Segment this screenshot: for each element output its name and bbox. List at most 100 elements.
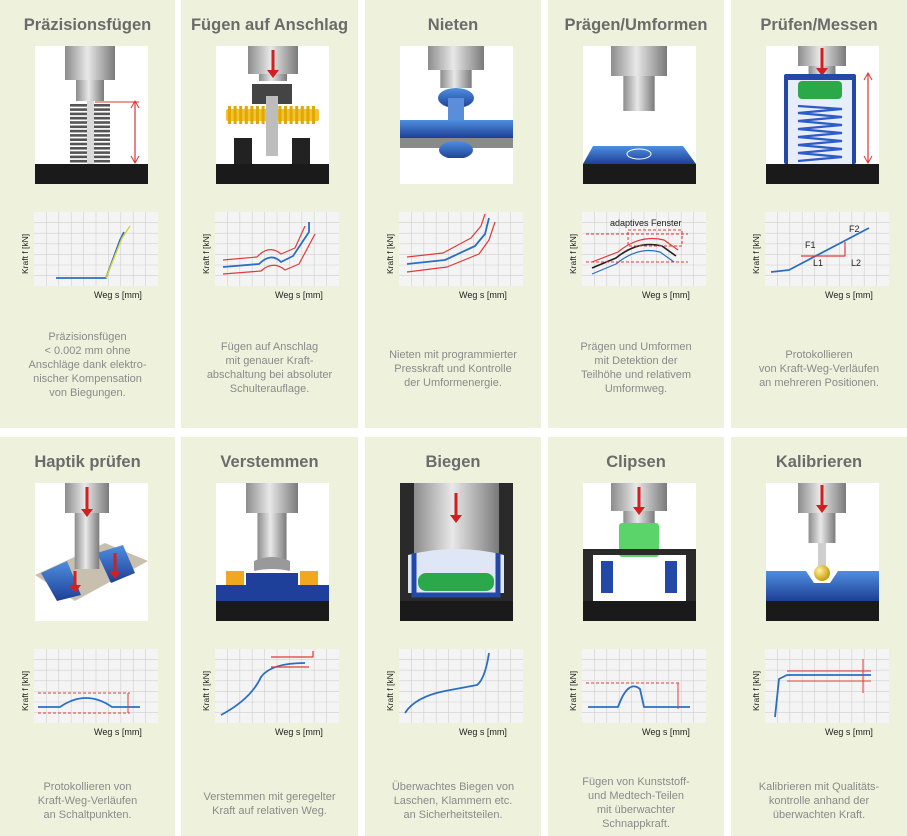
force-displacement-graph: Kraft f [kN]Weg s [mm] bbox=[20, 212, 158, 300]
description-line: an mehreren Positionen. bbox=[759, 377, 879, 389]
x-axis-label: Weg s [mm] bbox=[642, 727, 690, 737]
y-axis-label: Kraft f [kN] bbox=[20, 671, 30, 711]
description-line: an Schaltpunkten. bbox=[43, 809, 132, 821]
card-title: Prüfen/Messen bbox=[760, 16, 878, 34]
card-title: Prägen/Umformen bbox=[564, 16, 708, 34]
x-axis-label: Weg s [mm] bbox=[825, 290, 873, 300]
plot-area bbox=[582, 649, 706, 723]
measurement-label: L2 bbox=[851, 258, 861, 268]
description-line: Anschläge dank elektro- bbox=[28, 359, 147, 371]
machine-base bbox=[216, 164, 329, 184]
spring-icon bbox=[797, 104, 843, 163]
force-curve bbox=[404, 652, 490, 714]
card-title: Fügen auf Anschlag bbox=[190, 16, 349, 34]
process-illustration bbox=[583, 46, 696, 184]
description-line: mit Detektion der bbox=[594, 355, 678, 367]
description-line: Prägen und Umformen bbox=[580, 341, 692, 353]
calibration-ball bbox=[814, 565, 830, 581]
graph-curves bbox=[222, 222, 316, 275]
force-arrow-icon bbox=[816, 485, 828, 513]
process-illustration bbox=[766, 483, 879, 621]
plot-grid bbox=[215, 212, 339, 286]
plot-area bbox=[215, 212, 339, 286]
description-line: überwachten Kraft. bbox=[772, 809, 866, 821]
description-line: Kalibrieren mit Qualitäts- bbox=[758, 781, 880, 793]
calibration-pin bbox=[818, 543, 826, 569]
description-line: Laschen, Klammern etc. bbox=[393, 795, 513, 807]
x-axis-label: Weg s [mm] bbox=[459, 290, 507, 300]
card-title: Biegen bbox=[425, 453, 481, 471]
frame-top bbox=[583, 549, 696, 555]
y-axis-label: Kraft f [kN] bbox=[385, 234, 395, 274]
measurement-box bbox=[801, 242, 846, 257]
workpiece bbox=[216, 585, 329, 601]
press-arrow-left-icon bbox=[69, 571, 81, 593]
description-line: Fügen von Kunststoff- bbox=[582, 776, 690, 788]
tolerance-curve bbox=[105, 225, 131, 279]
process-illustration bbox=[35, 46, 148, 184]
adaptive-window-label: adaptives Fenster bbox=[610, 218, 682, 228]
measurement-label: F2 bbox=[849, 224, 860, 234]
measurement-label: L1 bbox=[813, 258, 823, 268]
machine-base bbox=[400, 601, 513, 621]
description-line: Protokollieren von bbox=[43, 781, 132, 793]
description-line: nischer Kompensation bbox=[33, 373, 142, 385]
process-illustration bbox=[400, 483, 513, 621]
description-line: Kraft auf relativen Weg. bbox=[212, 805, 327, 817]
description-line: Kraft-Weg-Verläufen bbox=[37, 795, 138, 807]
description-line: Überwachtes Biegen von bbox=[391, 781, 515, 793]
plot-grid bbox=[582, 649, 706, 723]
machine-base bbox=[216, 601, 329, 621]
description-line: der Umformenergie. bbox=[404, 377, 502, 389]
bent-clip bbox=[411, 553, 501, 598]
press-ram bbox=[428, 46, 484, 88]
snap-hooks bbox=[601, 561, 677, 593]
card-title: Nieten bbox=[427, 16, 479, 34]
graph-curves bbox=[220, 651, 314, 716]
process-illustration bbox=[35, 483, 148, 621]
support-right bbox=[292, 138, 310, 164]
press-ram bbox=[65, 46, 115, 101]
y-axis-label: Kraft f [kN] bbox=[20, 234, 30, 274]
description-line: mit genauer Kraft- bbox=[225, 355, 314, 367]
force-arrow-icon bbox=[633, 487, 645, 515]
force-curve bbox=[770, 227, 870, 273]
graph-curves bbox=[38, 692, 140, 714]
emboss-mark bbox=[626, 148, 652, 160]
force-curve bbox=[222, 222, 310, 268]
description-line: Schulterauflage. bbox=[229, 383, 310, 395]
x-axis-label: Weg s [mm] bbox=[459, 727, 507, 737]
part-left bbox=[226, 571, 244, 585]
press-arrow-right-icon bbox=[109, 553, 121, 579]
force-curve bbox=[220, 662, 306, 716]
description-line: Fügen auf Anschlag bbox=[220, 341, 319, 353]
plot-grid bbox=[399, 649, 523, 723]
card-title: Verstemmen bbox=[220, 453, 319, 471]
process-illustration bbox=[216, 46, 329, 184]
stroke-dimension-icon bbox=[95, 99, 140, 165]
clip-part bbox=[619, 523, 659, 557]
y-axis-label: Kraft f [kN] bbox=[751, 671, 761, 711]
description-line: Schnappkraft. bbox=[602, 818, 670, 830]
graph-curves bbox=[774, 659, 871, 718]
description-line: Umformweg. bbox=[604, 383, 668, 395]
green-insert bbox=[418, 573, 494, 591]
card-title: Haptik prüfen bbox=[34, 453, 141, 471]
measurement-label: F1 bbox=[805, 240, 816, 250]
card-title: Clipsen bbox=[606, 453, 666, 471]
frame-right bbox=[686, 549, 696, 601]
force-displacement-graph: Kraft f [kN]Weg s [mm] bbox=[385, 649, 523, 737]
force-displacement-graph: Kraft f [kN]Weg s [mm] bbox=[751, 649, 889, 737]
